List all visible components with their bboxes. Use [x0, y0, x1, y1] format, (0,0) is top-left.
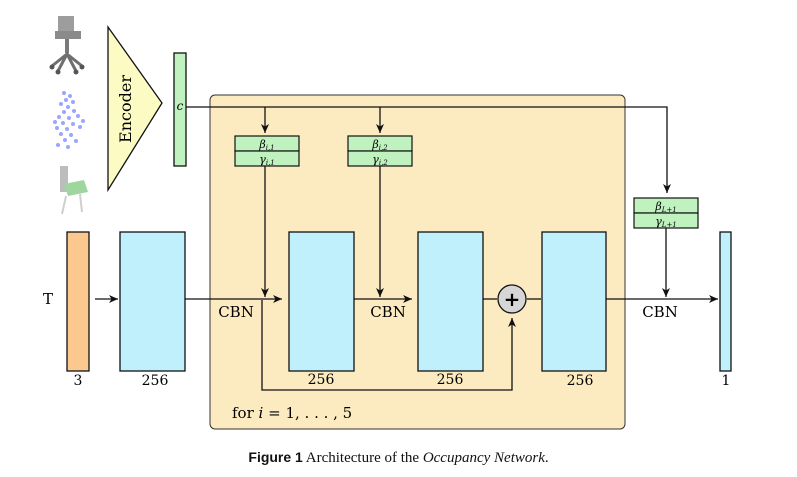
- cbn-params-1: βi,1 γi,1: [234, 135, 300, 167]
- encoder-block: [107, 24, 163, 193]
- cbn-params-final: βL+1 γL+1: [633, 197, 699, 229]
- beta-1-label: βi,1: [258, 138, 274, 152]
- loop-annotation: for i = 1, . . . , 5: [232, 404, 352, 422]
- cbn-params-2: βi,2 γi,2: [347, 135, 413, 167]
- gamma-final-label: γL+1: [655, 215, 677, 229]
- latent-code-label: c: [177, 99, 184, 113]
- res-fc-2-dim-label: 256: [437, 372, 464, 388]
- input-dim-label: 3: [74, 373, 83, 389]
- fc-in-block: [119, 231, 186, 372]
- cbn-label-1: CBN: [218, 303, 254, 321]
- cbn-label-final: CBN: [642, 303, 678, 321]
- caption-emphasis: Occupancy Network: [422, 450, 545, 466]
- occupancy-network-diagram: Encoder c βi,1 γi,1 βi,2 γi,2 βL+1 γL+1 …: [43, 16, 732, 430]
- input-points-block: [66, 231, 90, 372]
- gamma-1-label: γi,1: [259, 153, 275, 167]
- point-cloud-icon: [53, 91, 85, 149]
- points-input-label: T: [43, 290, 53, 308]
- caption-end: .: [544, 450, 549, 466]
- fc-out-block: [541, 231, 607, 372]
- cbn-label-2: CBN: [370, 303, 406, 321]
- caption-text: Architecture of the: [302, 450, 423, 466]
- res-fc-1-dim-label: 256: [308, 372, 335, 388]
- add-icon: +: [504, 287, 521, 311]
- res-fc-block-2: [417, 231, 484, 372]
- beta-2-label: βi,2: [371, 138, 388, 152]
- latent-code-block: [173, 52, 187, 167]
- output-block: [719, 231, 732, 372]
- skip-connection: [261, 300, 516, 391]
- figure-number: Figure 1: [248, 449, 303, 465]
- output-dim-label: 1: [722, 373, 731, 389]
- condition-line: [186, 106, 671, 193]
- fc-out-dim-label: 256: [567, 373, 594, 389]
- encoder-label: Encoder: [116, 75, 135, 143]
- figure-caption: Figure 1 Architecture of the Occupancy N…: [0, 449, 797, 467]
- adder-node: [497, 284, 527, 314]
- chair-image-icon: [60, 166, 88, 215]
- gamma-2-label: γi,2: [372, 153, 388, 167]
- chair-render-icon: [49, 16, 85, 75]
- beta-final-label: βL+1: [654, 200, 676, 214]
- fc-in-dim-label: 256: [142, 373, 169, 389]
- res-fc-block-1: [288, 231, 355, 372]
